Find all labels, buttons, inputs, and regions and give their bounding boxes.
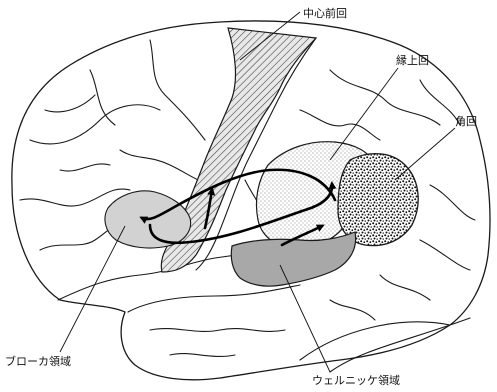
supramarginal-gyrus-label: 縁上回 xyxy=(396,53,429,67)
angular-gyrus-region xyxy=(338,154,418,246)
angular-leader-line xyxy=(395,128,455,180)
supramarginal-leader-line xyxy=(330,68,398,160)
temporal-lobe-lower-edge xyxy=(128,285,300,312)
wernicke-area-label: ウェルニッケ領域 xyxy=(312,373,400,387)
cerebellum-outline xyxy=(300,318,470,372)
angular-gyrus-label: 角回 xyxy=(455,115,477,128)
broca-area-label: ブローカ領域 xyxy=(5,354,71,368)
precentral-gyrus-label: 中心前回 xyxy=(303,6,347,20)
